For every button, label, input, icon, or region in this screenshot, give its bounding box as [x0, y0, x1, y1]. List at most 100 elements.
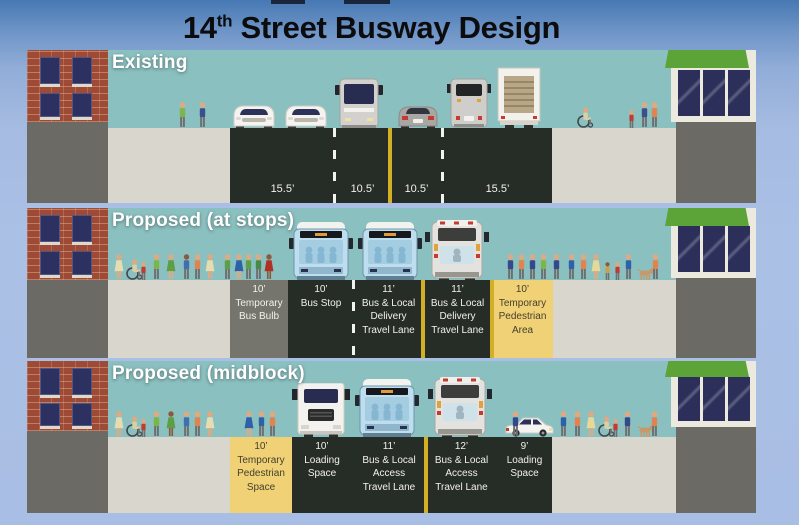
lane-label-line: Access [372, 468, 406, 479]
building-window [40, 403, 60, 429]
storefront-window [728, 226, 750, 272]
cropped-text-remnant [271, 0, 305, 4]
lane-label-line: 10.5’ [350, 182, 375, 195]
green-awning [665, 50, 749, 68]
building-base [27, 280, 108, 358]
lane-label-line: 12’ [454, 441, 469, 452]
brick-building [27, 361, 108, 431]
building-window [40, 368, 60, 398]
storefront-window [678, 226, 700, 272]
lane-label-line: Delivery [439, 311, 476, 322]
lane-label-line: Bus Stop [300, 297, 342, 309]
title-superscript: th [216, 11, 233, 31]
lane-bus-stop: 10’ Bus Stop [288, 280, 354, 358]
lane-label-line: 11’ [382, 441, 396, 452]
right-sidewalk [553, 280, 677, 358]
green-awning [665, 208, 749, 226]
storefront-window [728, 377, 750, 421]
lane-label-line: Travel Lane [362, 324, 415, 336]
lane-divider-yellow [490, 280, 494, 358]
right-sidewalk [552, 437, 677, 513]
lane-15-5-right: 15.5’ [443, 128, 552, 203]
building-window [40, 57, 60, 87]
street-cross-section: 15.5’ 10.5’ 10.5’ 15.5’ [27, 128, 756, 203]
building-window [40, 93, 60, 120]
storefront-window [728, 70, 750, 116]
lane-divider-dashed [333, 128, 336, 203]
lane-label-line: Space [307, 468, 337, 479]
lane-label-line: 10’ [314, 284, 328, 295]
building-window [72, 57, 92, 87]
building-base [676, 278, 756, 358]
lane-label-line: 10’ [252, 284, 266, 295]
lane-label-line: 10’ [515, 284, 530, 295]
left-sidewalk [108, 280, 230, 358]
lane-label-line: Travel Lane [431, 324, 484, 336]
lane-divider-yellow [424, 437, 428, 513]
lane-label-line: Pedestrian [237, 468, 285, 479]
building-window [72, 368, 92, 398]
lane-label-line: 11’ [451, 284, 464, 295]
building-window [72, 251, 92, 278]
building-window [72, 403, 92, 429]
lane-label-line: 15.5’ [485, 182, 510, 195]
lane-label-line: Travel Lane [362, 481, 416, 493]
title-number: 14 [182, 10, 217, 45]
storefront-window [678, 377, 700, 421]
lane-label-line: Bus Bulb [238, 311, 280, 322]
lane-label-line: Temporary [235, 297, 283, 309]
lane-label-line: Bus & Local [434, 454, 489, 466]
page-title: 14th Street Busway Design [0, 10, 743, 46]
lane-label-line: 10.5’ [404, 182, 429, 195]
lane-label-line: 9’ [520, 441, 529, 452]
building-window [40, 215, 60, 245]
cropped-text-remnant [344, 0, 390, 4]
lane-label-line: Bus & Local [430, 297, 485, 309]
building-base [27, 122, 108, 203]
lane-label-line: Access [445, 468, 478, 479]
lane-label-line: 10’ [254, 441, 268, 452]
lane-label-line: Travel Lane [435, 481, 488, 493]
left-sidewalk [108, 128, 230, 203]
lane-divider-yellow [421, 280, 425, 358]
building-base [676, 427, 756, 513]
lane-label-line: 11’ [382, 284, 395, 295]
panel-existing: 15.5’ 10.5’ 10.5’ 15.5’ [27, 50, 756, 203]
building-window [40, 251, 60, 278]
lane-label-line: Loading [506, 454, 543, 466]
center-line-yellow [388, 128, 392, 203]
lane-label-line: 10’ [315, 441, 329, 452]
lane-label-line: Loading [304, 454, 340, 466]
storefront-window [678, 70, 700, 116]
lane-label-line: Space [510, 468, 539, 479]
storefront-window [703, 70, 725, 116]
lane-divider-dashed [352, 280, 355, 358]
lane-15-5-left: 15.5’ [230, 128, 335, 203]
brick-building [27, 208, 108, 280]
panel-title: Proposed (midblock) [112, 363, 305, 384]
green-awning [665, 361, 749, 377]
left-sidewalk [108, 437, 230, 513]
lane-label-line: Temporary [237, 454, 285, 466]
building-base [676, 122, 756, 203]
right-sidewalk [552, 128, 677, 203]
lane-label-line: Delivery [370, 311, 407, 322]
building-window [72, 215, 92, 245]
lane-label-line: Temporary [498, 297, 547, 309]
lane-label-line: Pedestrian [498, 311, 547, 322]
title-text: Street Busway Design [232, 10, 561, 45]
lane-divider-dashed [441, 128, 444, 203]
lane-label-line: Space [246, 481, 276, 493]
panel-title: Existing [112, 52, 188, 73]
